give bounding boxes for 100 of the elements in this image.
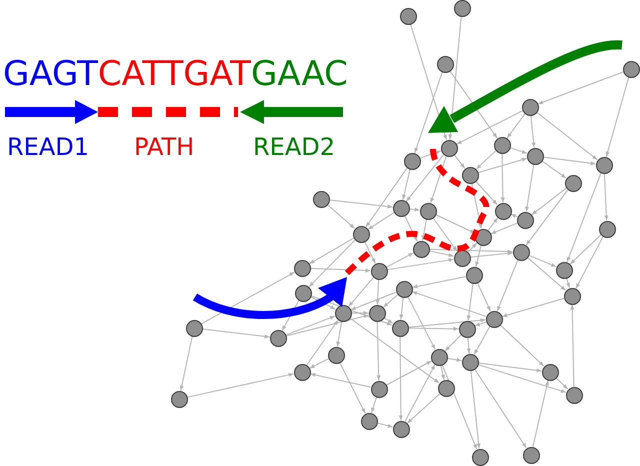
graph-edge	[510, 147, 528, 154]
graph-node	[522, 446, 540, 464]
graph-edge	[180, 336, 193, 392]
graph-edge	[502, 298, 564, 318]
graph-edge	[408, 318, 486, 328]
graph-edge	[398, 336, 403, 421]
graph-edge	[606, 76, 630, 158]
graph-node	[512, 244, 530, 260]
graph-node	[294, 260, 310, 276]
graph-node	[412, 240, 430, 258]
graph-node	[458, 320, 476, 338]
graph-edge	[428, 250, 454, 258]
graph-edge	[435, 214, 476, 234]
graph-edge	[537, 72, 624, 104]
graph-edge	[454, 154, 466, 169]
graph-edge	[351, 311, 369, 315]
graph-edge	[429, 248, 513, 254]
graph-node	[598, 220, 616, 238]
graph-edge	[488, 217, 498, 231]
graph-edge	[477, 282, 491, 312]
graph-node	[370, 262, 388, 280]
graph-edge	[186, 372, 294, 398]
graph-edge	[448, 16, 462, 140]
graph-edge	[336, 320, 342, 348]
graph-edge	[526, 257, 566, 291]
graph-edge	[399, 296, 404, 320]
graph-edge	[476, 150, 496, 170]
graph-node	[466, 266, 482, 284]
graph-node	[420, 202, 436, 220]
graph-edge	[510, 214, 518, 218]
graph-node	[270, 330, 286, 346]
graph-edge	[475, 180, 498, 206]
graph-edge	[456, 110, 523, 145]
graph-edge	[402, 168, 411, 200]
graph-edge	[528, 254, 557, 268]
graph-edge	[542, 156, 596, 166]
graph-node	[472, 448, 488, 466]
graph-node	[396, 280, 412, 298]
graph-edge	[478, 158, 528, 174]
graph-edge	[420, 150, 442, 159]
read-label: PATH	[134, 135, 194, 159]
graph-edge	[384, 317, 394, 324]
graph-node	[596, 156, 612, 174]
graph-node	[368, 304, 386, 322]
graph-edge	[282, 300, 300, 332]
graph-edge	[575, 236, 604, 289]
graph-edge	[570, 234, 602, 265]
graph-edge	[532, 380, 549, 448]
graph-node	[436, 56, 454, 72]
graph-edge	[466, 282, 474, 322]
graph-edge	[474, 321, 487, 327]
graph-node	[486, 310, 502, 328]
graph-node	[454, 250, 470, 266]
graph-edge	[475, 244, 482, 268]
graph-edge	[506, 113, 526, 139]
sequence-text: CATTGAT	[98, 57, 251, 91]
graph-edge	[328, 199, 394, 208]
graph-node	[566, 386, 582, 404]
graph-edge	[339, 362, 366, 414]
graph-node	[440, 140, 458, 156]
graph-edge	[430, 156, 447, 204]
graph-edge	[376, 422, 394, 428]
graph-node	[334, 304, 352, 322]
graph-node	[556, 262, 572, 278]
graph-edge	[412, 276, 466, 288]
graph-edge	[421, 218, 427, 242]
graph-edge	[474, 368, 527, 448]
graph-edge	[364, 241, 376, 264]
graph-edge	[466, 336, 471, 354]
graph-edge	[530, 114, 536, 148]
sequence-text: GAGT	[3, 57, 98, 91]
graph-edge	[406, 393, 440, 424]
graph-edge	[371, 396, 377, 414]
graph-edge	[566, 278, 570, 288]
graph-node	[370, 380, 388, 398]
graph-node	[400, 8, 416, 24]
graph-edge	[406, 154, 444, 202]
graph-edge	[404, 364, 436, 422]
graph-edge	[470, 251, 514, 258]
graph-edge	[285, 316, 336, 336]
read-label: READ2	[253, 135, 336, 159]
graph-node	[564, 174, 582, 192]
graph-edge	[349, 318, 440, 384]
graph-edge	[496, 259, 518, 312]
graph-edge	[407, 296, 436, 350]
graph-edge	[412, 291, 486, 317]
graph-node	[454, 0, 470, 16]
graph-node	[312, 190, 330, 208]
graph-node	[462, 166, 478, 184]
graph-edge	[348, 276, 374, 308]
graph-edge	[500, 153, 505, 203]
graph-edge	[306, 319, 339, 366]
graph-edge	[308, 240, 356, 288]
graph-node	[438, 380, 454, 396]
graph-edge	[414, 72, 443, 154]
graph-node	[392, 420, 410, 438]
graph-edge	[365, 167, 408, 228]
graph-node	[494, 136, 510, 154]
graph-node	[522, 98, 538, 116]
graph-edge	[449, 70, 498, 139]
